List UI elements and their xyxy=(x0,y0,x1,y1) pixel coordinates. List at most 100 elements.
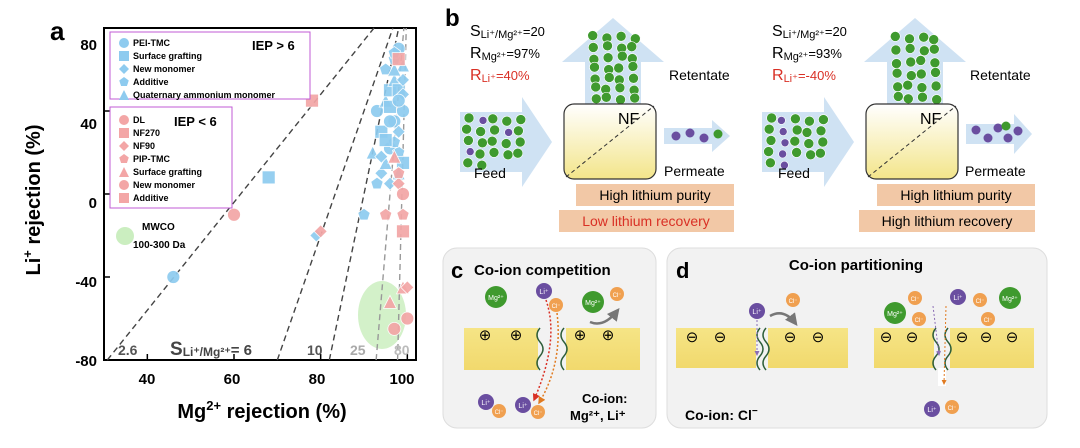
mg-ion xyxy=(626,41,638,52)
li-ion xyxy=(515,397,531,413)
selectivity-line xyxy=(328,27,400,361)
pore-wall xyxy=(536,327,544,371)
mg-ion xyxy=(891,58,902,69)
mg-ion xyxy=(891,67,903,79)
li-ion xyxy=(504,128,513,137)
mg-ion xyxy=(501,115,513,127)
pore-wall xyxy=(762,327,770,371)
panel-d: d Co-ion partitioning ⊖ ⊖ ⊖ ⊖ Li⁺ Cl⁻ ⊖ … xyxy=(666,247,1048,429)
negative-charge-icon: ⊖ xyxy=(784,329,797,346)
outcome-purity-text: High lithium purity xyxy=(599,187,710,203)
outcome-box-recovery xyxy=(859,210,1035,232)
line-label: 25 xyxy=(350,342,366,358)
scatter-points xyxy=(166,41,415,336)
cl-ion xyxy=(981,312,995,326)
legend-marker xyxy=(119,77,129,87)
mg-ion xyxy=(461,123,472,135)
mg-ion xyxy=(892,81,904,93)
data-point xyxy=(374,166,389,181)
mg-ion xyxy=(915,55,927,66)
mg-ion xyxy=(892,91,904,102)
cl-ion xyxy=(531,405,545,419)
legend-marker xyxy=(119,193,129,203)
data-point xyxy=(395,72,411,87)
pore-wall xyxy=(756,327,764,371)
cl-ion-label: Cl⁻ xyxy=(976,299,985,305)
line-label: 2.6 xyxy=(118,342,138,358)
mg-ion xyxy=(590,93,602,105)
mg-ion xyxy=(590,81,602,93)
legend-item-label: DL xyxy=(133,115,145,125)
membrane-left xyxy=(676,328,756,368)
data-point xyxy=(396,187,410,201)
li-ion xyxy=(924,401,940,417)
mg-ion xyxy=(613,62,625,74)
x-tick-label: 40 xyxy=(139,371,156,388)
legend-title: IEP > 6 xyxy=(252,38,295,53)
panel-c-title: Co-ion competition xyxy=(474,262,611,279)
positive-charge-icon: ⊕ xyxy=(602,327,615,344)
li-ion xyxy=(971,125,981,135)
mg-ion xyxy=(930,67,941,78)
mg-ion xyxy=(791,147,802,158)
cl-ion-label: Cl⁻ xyxy=(789,299,798,305)
li-ion xyxy=(536,283,552,299)
selectivity-text: SLi⁺/Mg²⁺=20 xyxy=(772,23,847,41)
mg-ion xyxy=(805,149,816,161)
nf-diagonal xyxy=(867,105,957,178)
line-label: 80 xyxy=(394,342,410,358)
cl-ion-label: Cl⁻ xyxy=(984,318,993,324)
outcome-recovery-text: Low lithium recovery xyxy=(582,213,710,229)
li-ion xyxy=(699,133,709,143)
coion-label: Co-ion: xyxy=(582,391,627,406)
mg-ion xyxy=(818,114,829,125)
mg-ion xyxy=(803,138,815,149)
mg-ion xyxy=(462,157,474,169)
li-ion xyxy=(780,160,789,170)
reject-arrow xyxy=(589,308,620,325)
negative-charge-icon: ⊖ xyxy=(880,329,893,346)
li-path-arrow xyxy=(932,305,941,356)
y-tick-label: 40 xyxy=(80,116,97,133)
coion-label: Co-ion: Cl− xyxy=(685,406,758,423)
panel-d-title: Co-ion partitioning xyxy=(789,257,923,274)
mg-ion xyxy=(918,31,930,43)
data-point xyxy=(391,52,406,67)
mg-ion xyxy=(789,135,801,147)
mg-ion xyxy=(628,72,639,84)
mg-ion xyxy=(765,157,776,169)
legend-marker xyxy=(119,38,129,48)
selectivity-line xyxy=(276,27,394,361)
membrane-right xyxy=(768,328,848,368)
legend-items xyxy=(119,38,129,100)
legend-item-label: New monomer xyxy=(133,180,196,190)
negative-charge-icon: ⊖ xyxy=(956,329,969,346)
mg-ion xyxy=(763,146,774,157)
li-ion-label: Li⁺ xyxy=(481,400,490,407)
outcome-purity-text: High lithium purity xyxy=(900,187,1011,203)
selectivity-line xyxy=(396,27,407,361)
cl-ion-label: Cl⁻ xyxy=(613,293,622,299)
permeate-arrow xyxy=(664,120,730,152)
axis-ticks xyxy=(104,27,409,360)
legend-marker xyxy=(119,51,129,61)
data-point xyxy=(392,166,406,179)
positive-charge-icon: ⊕ xyxy=(510,327,523,344)
cl-ion-label: Cl⁻ xyxy=(552,304,561,310)
mg-ion xyxy=(502,149,514,161)
legend-item-label: Additive xyxy=(133,77,169,87)
feed-ions xyxy=(763,112,829,170)
mg-ion xyxy=(463,112,475,124)
mg-ion xyxy=(790,113,801,125)
mg-ion xyxy=(616,50,628,62)
membrane-right xyxy=(950,328,1034,368)
legend-box xyxy=(109,106,233,209)
mg-ion xyxy=(904,33,915,45)
cl-ion xyxy=(492,404,506,418)
feed-ions xyxy=(461,112,527,171)
mg-ion xyxy=(629,92,641,104)
mg-ion-label: Mg²⁺ xyxy=(1002,296,1018,303)
mg-ion xyxy=(902,79,914,91)
legend-marker xyxy=(119,154,129,164)
